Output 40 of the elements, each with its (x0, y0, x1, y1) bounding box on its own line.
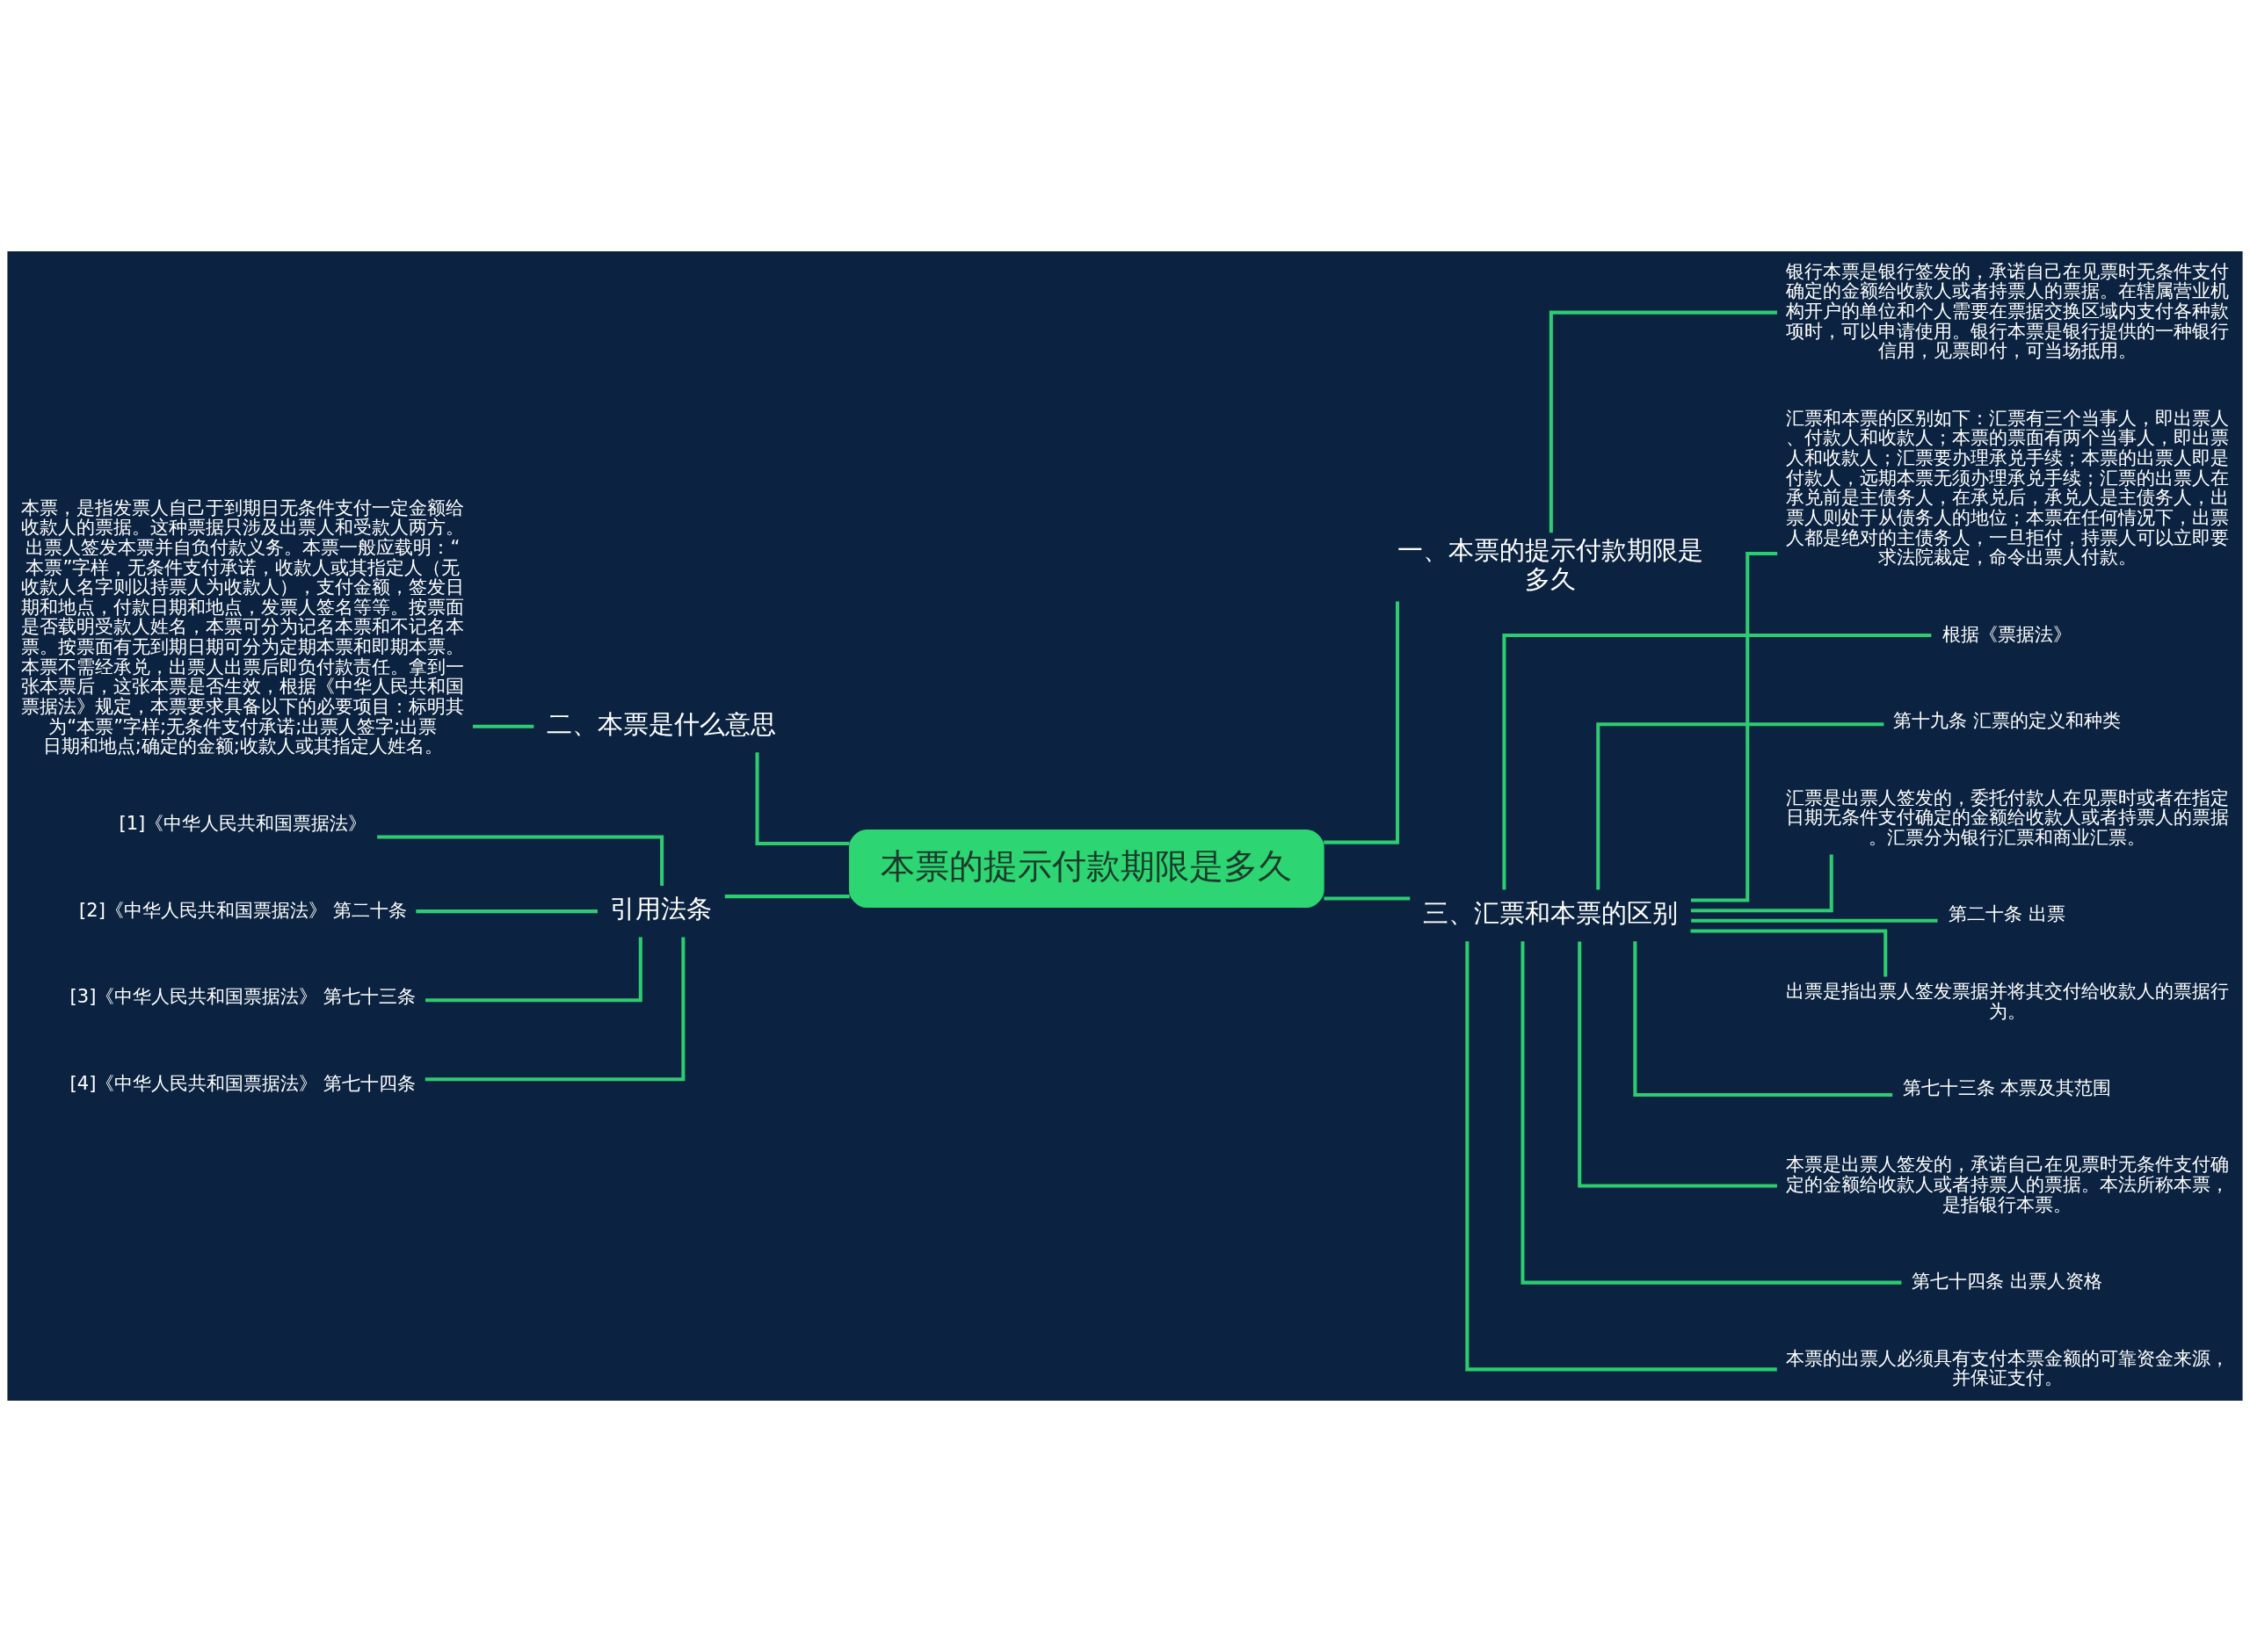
node-text: 三、汇票和本票的区别 (1423, 898, 1679, 929)
node-text: 本票的出票人必须具有支付本票金额的可靠资金来源，并保证支付。 (1785, 1346, 2229, 1389)
node-text: 二、本票是什么意思 (546, 708, 776, 739)
connector (1465, 941, 1777, 1372)
connector (425, 937, 686, 1082)
node-text: 出票是指出票人签发票据并将其交付给收款人的票据行为。 (1785, 979, 2229, 1022)
node-text: 第二十条 出票 (1949, 902, 2066, 925)
connector (1633, 941, 1893, 1097)
node-text: [1]《中华人民共和国票据法》 (119, 811, 367, 834)
connector (724, 895, 850, 899)
node-text: 本票，是指发票人自己于到期日无条件支付一定金额给收款人的票据。这种票据只涉及出票人和受款人两方。出票人签发本票并自负付款义务。本票一般应载明：“本票”字样，无条件支付承诺，收款人或其指定人（无收款人名字则以持票人为收款人），支付金额，签发日期和地点，付款日期和地点，发票人签名等等。按票面是否载明受款人姓名，本票可分为记名本票和不记名本票。按票面有无到期日期可分为定期本票和即期本票。本票不需经承兑，出票人出票后即负付款责任。拿到一张本票后，这张本票是否生效，根据《中华人民共和国票据法》规定，本票要求具备以下的必要项目：标明其为“本票”字样;无条件支付承诺;出票人签字;出票日期和地点;确定的金额;收款人或其指定人姓名。 (21, 496, 465, 757)
connector (425, 937, 642, 1003)
node-text: 第七十三条 本票及其范围 (1902, 1076, 2112, 1098)
connector (1578, 941, 1777, 1188)
connector (1521, 941, 1902, 1285)
node-text: 汇票和本票的区别如下：汇票有三个当事人，即出票人、付款人和收款人；本票的票面有两个当事人，即出票人和收款人；汇票要办理承兑手续；本票的出票人即是付款人，远期本票无须办理承兑手续；汇票的出票人在承兑前是主债务人，在承兑后，承兑人是主债务人，出票人则处于从债务人的地位；本票在任何情况下，出票人都是绝对的主债务人，一旦拒付，持票人可以立即要求法院裁定，命令出票人付款。 (1785, 406, 2229, 569)
node-text: 第七十四条 出票人资格 (1912, 1270, 2103, 1293)
node-text: 银行本票是银行签发的，承诺自己在见票时无条件支付确定的金额给收款人或者持票人的票据。在辖属营业机构开户的单位和个人需要在票据交换区域内支付各种款项时，可以申请使用。银行本票是银行提供的一种银行信用，见票即付，可当场抵用。 (1785, 259, 2229, 362)
node-text: [2]《中华人民共和国票据法》 第二十条 (79, 898, 407, 921)
node-box: 本票的提示付款期限是多久 (848, 830, 1325, 909)
connector (1596, 722, 1884, 890)
node-text: [4]《中华人民共和国票据法》 第七十四条 (69, 1072, 417, 1095)
node-text: 一、本票的提示付款期限是多久 (1397, 535, 1704, 594)
node-text: 引用法条 (610, 894, 713, 924)
connector (416, 909, 598, 914)
connector (377, 835, 664, 886)
node-text: 汇票是出票人签发的，委托付款人在见票时或者在指定日期无条件支付确定的金额给收款人或者持票人的票据。汇票分为银行汇票和商业汇票。 (1785, 786, 2229, 849)
node-text: 本票是出票人签发的，承诺自己在见票时无条件支付确定的金额给收款人或者持票人的票据。本法所称本票，是指银行本票。 (1785, 1153, 2229, 1215)
connector (1549, 310, 1777, 533)
connector (1690, 929, 1888, 977)
connector (755, 752, 850, 845)
node-text: [3]《中华人民共和国票据法》 第七十三条 (69, 985, 417, 1008)
connector (472, 724, 534, 728)
connector (1502, 634, 1932, 890)
connector (1690, 854, 1833, 913)
node-text: 根据《票据法》 (1942, 622, 2072, 645)
connector (1324, 601, 1400, 844)
connector (1324, 896, 1411, 901)
node-text: 第十九条 汇票的定义和种类 (1893, 709, 2122, 732)
connector (1691, 918, 1938, 923)
